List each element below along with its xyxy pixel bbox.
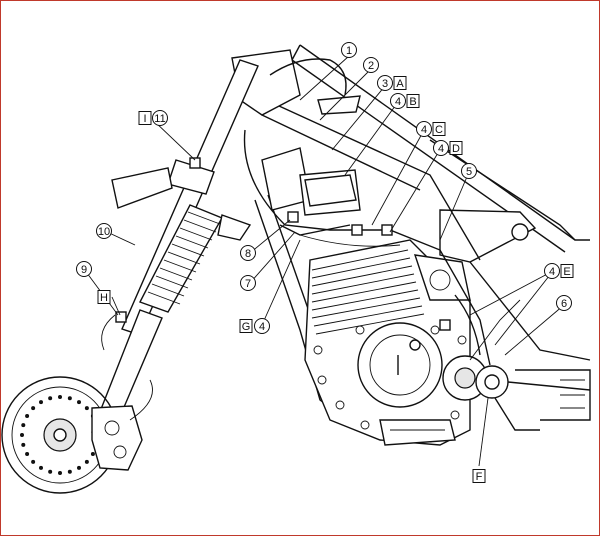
callout-number-circle bbox=[96, 223, 112, 239]
callout-number: 5 bbox=[466, 166, 472, 178]
disc-hole bbox=[67, 396, 72, 401]
callout-letter: F bbox=[476, 471, 483, 483]
callout-number-circle bbox=[240, 275, 256, 291]
callout-c8: 8 bbox=[240, 245, 256, 261]
callout-number: 7 bbox=[245, 278, 251, 290]
callout-number-circle bbox=[390, 93, 406, 109]
disc-hole bbox=[77, 465, 81, 470]
disc-hole bbox=[67, 469, 72, 474]
callout-number-circle bbox=[416, 121, 432, 137]
callout-letter-box bbox=[406, 94, 420, 108]
engine-bolt bbox=[335, 400, 345, 410]
engine-bolt bbox=[457, 335, 467, 345]
callout-letter-box bbox=[432, 122, 446, 136]
callout-c5: 5 bbox=[461, 163, 477, 179]
engine-bolt bbox=[360, 420, 370, 430]
callout-letter-box bbox=[449, 141, 463, 155]
swingarm-pivot bbox=[475, 365, 591, 431]
disc-hole bbox=[58, 395, 62, 399]
callout-letter-box bbox=[138, 111, 152, 125]
disc-hole bbox=[21, 423, 26, 428]
callout-number: 9 bbox=[81, 264, 87, 276]
callout-letter: C bbox=[435, 124, 443, 136]
disc-hole bbox=[25, 414, 30, 418]
callout-letter: G bbox=[242, 321, 251, 333]
callout-number: 3 bbox=[382, 78, 388, 90]
callout-number: 4 bbox=[421, 124, 427, 136]
callout-c10: 10 bbox=[96, 223, 112, 239]
callout-c7: 7 bbox=[240, 275, 256, 291]
callout-number: 6 bbox=[561, 298, 567, 310]
callout-letter-box bbox=[472, 469, 486, 483]
callout-c1: 1 bbox=[341, 42, 357, 58]
callout-number-circle bbox=[544, 263, 560, 279]
callout-number-circle bbox=[377, 75, 393, 91]
disc-hole bbox=[84, 459, 89, 464]
disc-hole bbox=[77, 400, 81, 405]
callout-number-circle bbox=[240, 245, 256, 261]
callout-number-circle bbox=[461, 163, 477, 179]
engine-bolt bbox=[313, 345, 323, 355]
callout-number: 1 bbox=[346, 45, 352, 57]
front-wheel bbox=[1, 376, 153, 494]
disc-hole bbox=[25, 452, 30, 456]
callout-letter: A bbox=[396, 78, 404, 90]
engine bbox=[261, 147, 488, 446]
callout-letter-box bbox=[560, 264, 574, 278]
callout-number: 4 bbox=[259, 321, 265, 333]
disc-hole bbox=[21, 442, 26, 447]
callout-c4g: 4G bbox=[239, 318, 270, 334]
disc-hole bbox=[31, 459, 36, 464]
callout-letter: H bbox=[100, 292, 108, 304]
wiring-harness bbox=[115, 58, 521, 366]
callout-number: 4 bbox=[438, 143, 444, 155]
callout-number-circle bbox=[556, 295, 572, 311]
callout-letter-box bbox=[393, 76, 407, 90]
disc-hole bbox=[20, 433, 24, 437]
callout-number: 11 bbox=[154, 113, 165, 125]
callout-number: 4 bbox=[395, 96, 401, 108]
disc-hole bbox=[31, 406, 36, 411]
front-fork bbox=[91, 59, 259, 441]
callout-letter: D bbox=[452, 143, 460, 155]
callout-c2: 2 bbox=[363, 57, 379, 73]
callout-number: 10 bbox=[98, 226, 110, 238]
disc-hole bbox=[90, 452, 95, 456]
callout-number-circle bbox=[341, 42, 357, 58]
callout-number: 4 bbox=[549, 266, 555, 278]
engine-bolt bbox=[317, 375, 327, 385]
callout-c6: 6 bbox=[556, 295, 572, 311]
callout-number-circle bbox=[254, 318, 270, 334]
callout-number-circle bbox=[363, 57, 379, 73]
callout-letter-box bbox=[239, 319, 253, 333]
disc-hole bbox=[48, 396, 53, 401]
callout-letter: B bbox=[409, 96, 416, 108]
callout-letter: I bbox=[143, 113, 146, 125]
engine-bolt bbox=[355, 325, 365, 335]
engine-bolt bbox=[430, 325, 440, 335]
disc-hole bbox=[84, 406, 89, 411]
disc-hole bbox=[39, 400, 43, 405]
disc-hole bbox=[48, 469, 53, 474]
callout-number-circle bbox=[152, 110, 168, 126]
callout-c11: 11 I bbox=[138, 110, 168, 126]
callout-letter-box bbox=[97, 290, 111, 304]
callout-number-circle bbox=[76, 261, 92, 277]
callout-letter: E bbox=[563, 266, 570, 278]
callout-c9: 9H bbox=[76, 261, 111, 304]
engine-bolt bbox=[450, 410, 460, 420]
callout-cf: F bbox=[472, 469, 486, 483]
callout-number-circle bbox=[433, 140, 449, 156]
callout-number: 8 bbox=[245, 248, 251, 260]
disc-hole bbox=[58, 471, 62, 475]
disc-hole bbox=[39, 465, 43, 470]
callout-number: 2 bbox=[368, 60, 374, 72]
